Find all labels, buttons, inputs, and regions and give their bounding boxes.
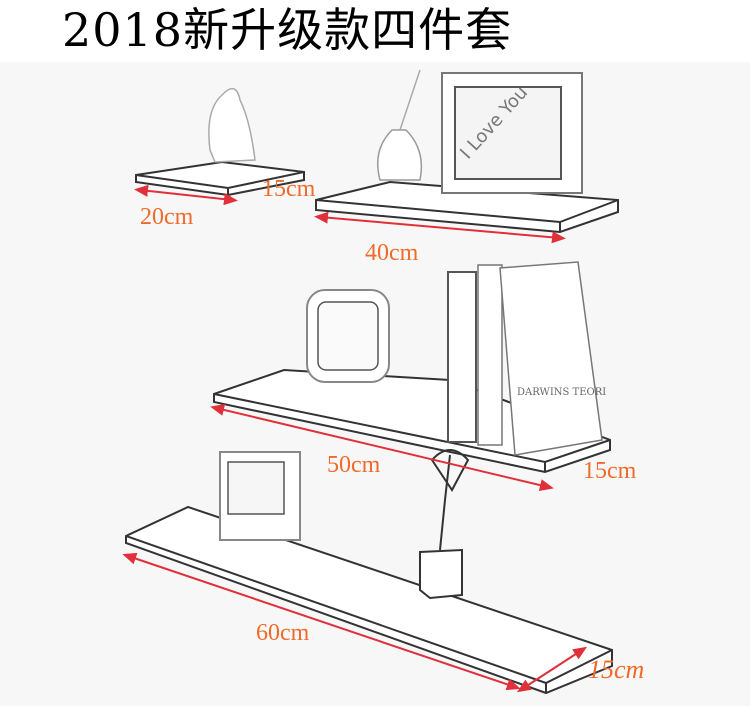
shelf-large: DARWINS TEORI (213, 261, 611, 474)
dimension-arrows (122, 184, 588, 693)
shelf-illustration: I Love You DARWINS TEORI (0, 62, 750, 706)
dim-small-depth: 15cm (262, 176, 316, 202)
shelf-medium: I Love You (315, 69, 619, 234)
dim-large-depth: 15cm (583, 458, 637, 484)
dim-xlarge-depth: 15cm (588, 655, 645, 684)
shelf-xlarge (125, 449, 613, 695)
dim-large-length: 50cm (327, 452, 381, 478)
shelf-drawing: I Love You DARWINS TEORI (122, 69, 619, 695)
page-title: 2018新升级款四件套 (62, 3, 513, 57)
dim-xlarge-length: 60cm (256, 620, 310, 646)
book-title: DARWINS TEORI (517, 387, 606, 398)
dim-small-length: 20cm (140, 204, 194, 230)
dim-medium-length: 40cm (365, 240, 419, 266)
